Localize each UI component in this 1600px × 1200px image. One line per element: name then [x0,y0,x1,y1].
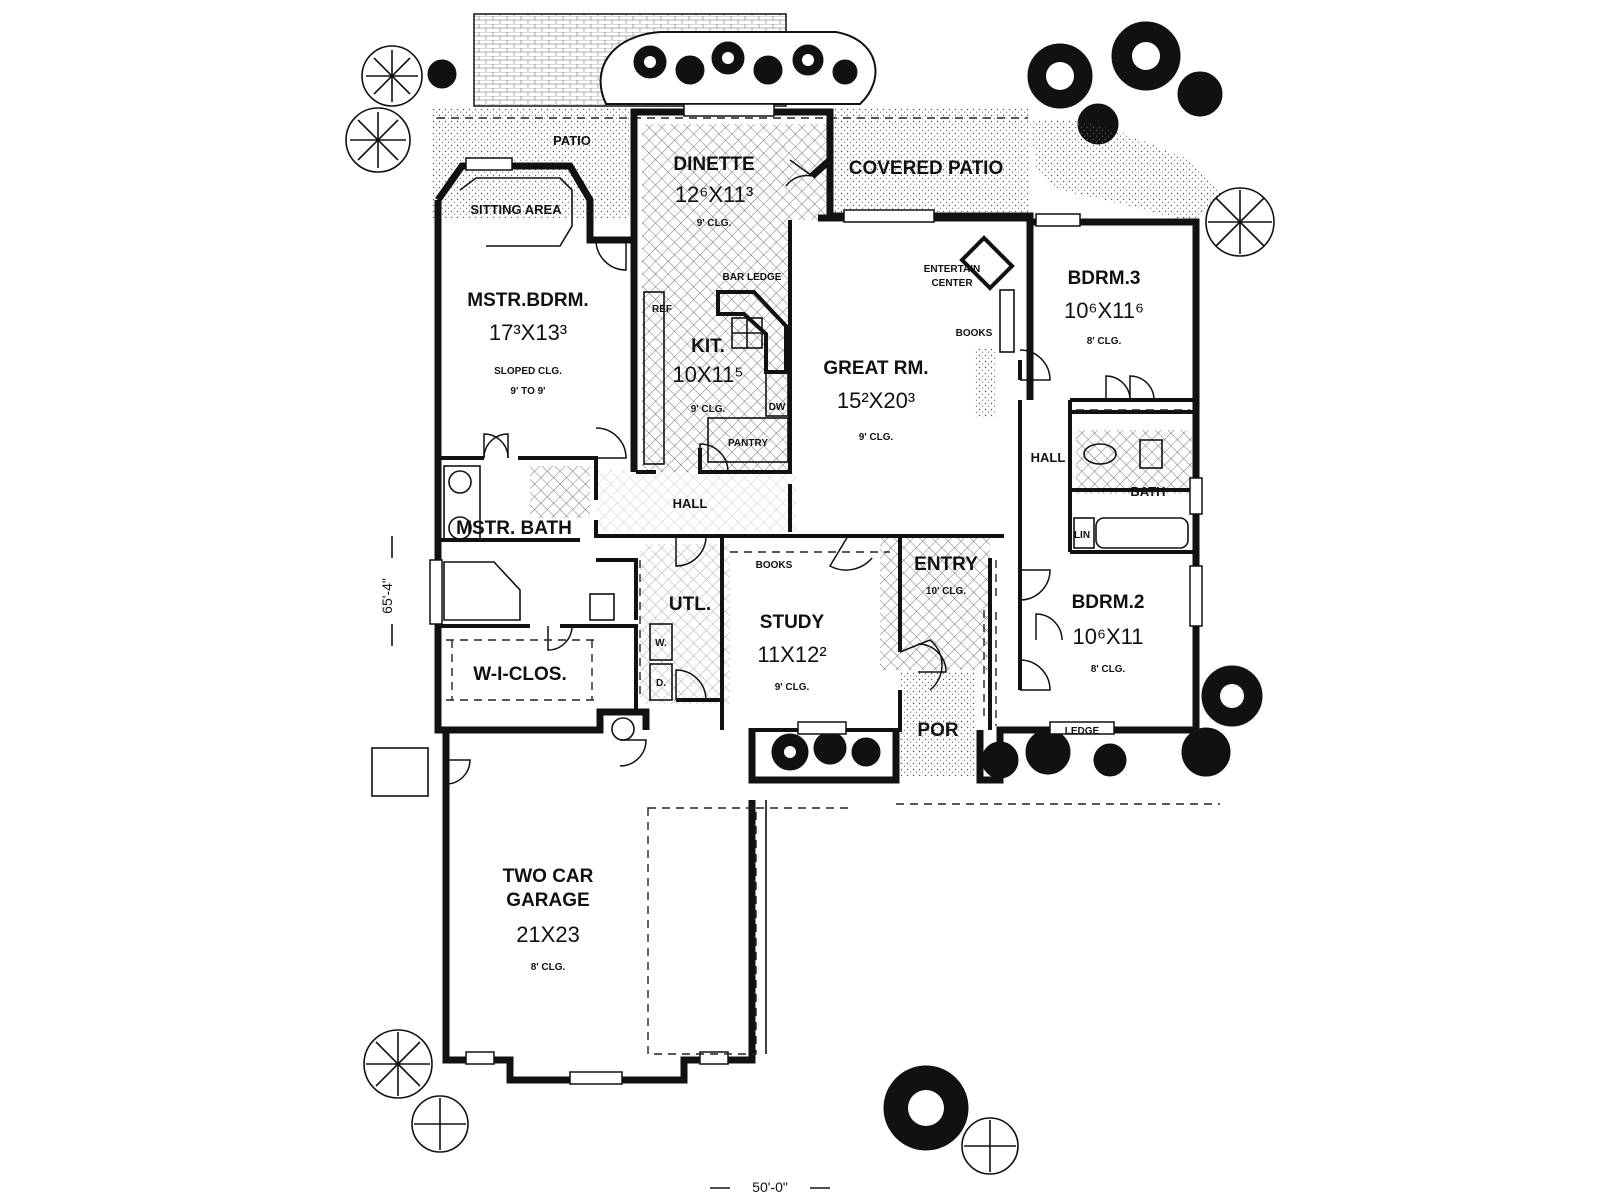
dinette-size: 12⁶X11³ [675,182,753,207]
linen-label: LIN [1074,530,1090,541]
tree-left [345,107,411,173]
master-bedroom-label: MSTR.BDRM. [467,290,588,311]
stipple-bed-right [1030,119,1226,222]
kitchen-label: KIT. [691,336,725,357]
garage-label-line1: TWO CAR [503,866,594,887]
dinette-tile [642,124,828,220]
covered-patio-label: COVERED PATIO [849,158,1003,179]
study-ceiling: 9' CLG. [775,682,810,693]
shrub-row-top [633,41,858,85]
kitchen-ceiling: 9' CLG. [691,404,726,415]
washer-label: W. [655,638,667,649]
exterior-wall [434,108,1200,1084]
master-bath-label: MSTR. BATH [456,518,572,539]
dinette-east-wall [809,118,834,179]
bedroom2-size: 10⁶X11 [1072,624,1143,649]
tree-bottom-left [363,1029,469,1153]
bar-ledge-label: BAR LEDGE [723,272,782,283]
depth-dimension: 65'-4" [379,578,395,614]
tree-top-left [361,45,457,107]
dishwasher-label: DW [769,402,786,413]
tree-bottom-center [883,1065,1019,1175]
refrigerator-label: REF [652,304,672,315]
master-bedroom-size: 17³X13³ [489,320,567,345]
windows [429,103,1203,1085]
garage-ceiling: 8' CLG. [531,962,566,973]
pantry-label: PANTRY [728,438,768,449]
hall-tile [596,470,796,532]
entry-label: ENTRY [914,554,978,575]
great-room-ceiling: 9' CLG. [859,432,894,443]
tree-right [1205,187,1275,257]
great-room-size: 15²X20³ [837,388,915,413]
dinette-label: DINETTE [673,154,754,175]
hall-side-label: HALL [1031,450,1066,465]
great-room-label: GREAT RM. [823,358,928,379]
fixture-labels: BAR LEDGE REF DW PANTRY ENTERTAIN CENTER… [652,264,1100,737]
bath-label: BATH [1130,484,1165,499]
master-bedroom-ceiling-detail: 9' TO 9' [510,386,545,397]
bedroom2-label: BDRM.2 [1072,592,1145,613]
garage-size: 21X23 [516,922,580,947]
covered-patio-slab [830,108,1030,214]
utility-label: UTL. [669,594,711,615]
garage-north-wall [446,708,650,734]
overall-dimensions: 65'-4" 50'-0" [379,578,788,1195]
fireplace-hearth [974,348,996,418]
shrubs-top-right [1027,21,1223,145]
master-bath-tile [530,466,590,518]
walk-in-closet-label: W-I-CLOS. [473,664,567,685]
books-study-label: BOOKS [756,560,793,571]
study-size: 11X12² [757,642,826,667]
entertain-center-label-1: ENTERTAIN [924,264,980,275]
shrubs-study-front [771,731,881,771]
shrubs-bottom-right [981,665,1263,779]
doors [445,159,1155,785]
hall-main-label: HALL [673,496,708,511]
books-great-room-label: BOOKS [956,328,993,339]
study-label: STUDY [760,612,825,633]
landscape [345,13,1275,1175]
fixtures [371,177,1220,1189]
bedroom3-size: 10⁶X11⁶ [1064,298,1144,323]
width-dimension: 50'-0" [752,1179,788,1195]
entertain-center-label-2: CENTER [931,278,973,289]
porch-label: POR [917,720,958,741]
kitchen-size: 10X11⁵ [672,362,743,387]
porch-slab [900,672,976,776]
bedroom3-ceiling: 8' CLG. [1087,336,1122,347]
bedroom3-label: BDRM.3 [1068,268,1141,289]
bedroom2-ceiling: 8' CLG. [1091,664,1126,675]
room-labels: PATIO DINETTE 12⁶X11³ 9' CLG. COVERED PA… [456,133,1165,973]
sitting-area-label: SITTING AREA [470,202,562,217]
entry-ceiling: 10' CLG. [926,586,966,597]
ledge-label: LEDGE [1065,726,1100,737]
garage-label-line2: GARAGE [506,890,589,911]
dinette-ceiling: 9' CLG. [697,218,732,229]
master-bedroom-ceiling: SLOPED CLG. [494,366,562,377]
bath-tile [1076,430,1192,494]
patio-label: PATIO [553,133,591,148]
dryer-label: D. [656,678,666,689]
